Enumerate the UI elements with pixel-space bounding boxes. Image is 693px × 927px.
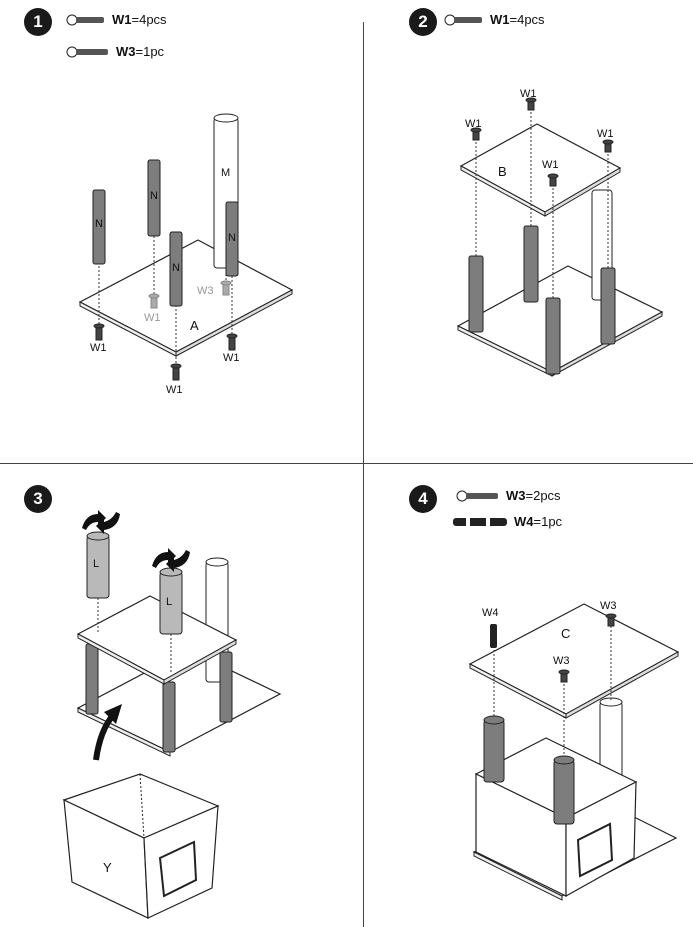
step-1-badge: 1	[24, 8, 52, 36]
step-2-part-w1: W1=4pcs	[444, 12, 545, 27]
post-n	[92, 189, 106, 265]
label-n: N	[95, 218, 103, 230]
label-n: N	[172, 262, 180, 274]
step-4-part-w3: W3=2pcs	[456, 488, 561, 503]
step-2-badge: 2	[409, 8, 437, 36]
step-4-part-w4: W4=1pc	[452, 514, 562, 529]
screw-w3-icon	[66, 46, 108, 57]
part-qty: =1pc	[135, 44, 165, 59]
panel-c	[468, 603, 680, 715]
label-w1: W1	[542, 159, 559, 171]
step-4-badge: 4	[409, 485, 437, 513]
part-code: W1	[112, 12, 132, 27]
label-w1: W1	[144, 312, 161, 324]
part-qty: =4pcs	[509, 12, 545, 27]
label-w3: W3	[600, 600, 617, 612]
screw-w1-icon	[444, 14, 482, 25]
part-code: W3	[116, 44, 136, 59]
pin-w4	[490, 624, 497, 648]
rotate-arrow-icon	[96, 512, 120, 534]
part-qty: =4pcs	[131, 12, 167, 27]
screw-w1-icon	[66, 14, 104, 25]
label-w1: W1	[166, 384, 183, 396]
label-panel-b: B	[498, 164, 507, 179]
label-n: N	[150, 190, 158, 202]
part-code: W1	[490, 12, 510, 27]
post-n	[169, 231, 183, 307]
label-l: L	[166, 596, 173, 608]
label-w1: W1	[597, 128, 614, 140]
rotate-arrow-icon	[166, 550, 190, 572]
pin-w4-icon	[453, 517, 507, 526]
label-w1: W1	[90, 342, 107, 354]
part-code: W3	[506, 488, 526, 503]
horizontal-divider	[0, 463, 693, 464]
step-1-part-w1: W1=4pcs	[66, 12, 167, 27]
label-w1: W1	[465, 118, 482, 130]
label-panel-a: A	[190, 318, 199, 333]
label-w3: W3	[197, 285, 214, 297]
screw-w3-icon	[456, 490, 498, 501]
label-box-y: Y	[103, 860, 112, 875]
post-n	[225, 201, 239, 277]
label-w4: W4	[482, 607, 499, 619]
part-qty: =1pc	[533, 514, 563, 529]
post-n	[147, 159, 161, 237]
part-qty: =2pcs	[525, 488, 561, 503]
part-code: W4	[514, 514, 534, 529]
label-l: L	[93, 558, 100, 570]
step-1-part-w3: W3=1pc	[66, 44, 164, 59]
label-n: N	[228, 232, 236, 244]
label-w1: W1	[223, 352, 240, 364]
label-panel-c: C	[561, 626, 571, 641]
label-w1: W1	[520, 88, 537, 100]
label-m: M	[221, 167, 231, 179]
rotate-arrow-icon	[82, 510, 106, 530]
label-w3: W3	[553, 655, 570, 667]
vertical-divider	[363, 22, 364, 927]
rotate-arrow-icon	[152, 548, 176, 568]
step-3-badge: 3	[24, 485, 52, 513]
